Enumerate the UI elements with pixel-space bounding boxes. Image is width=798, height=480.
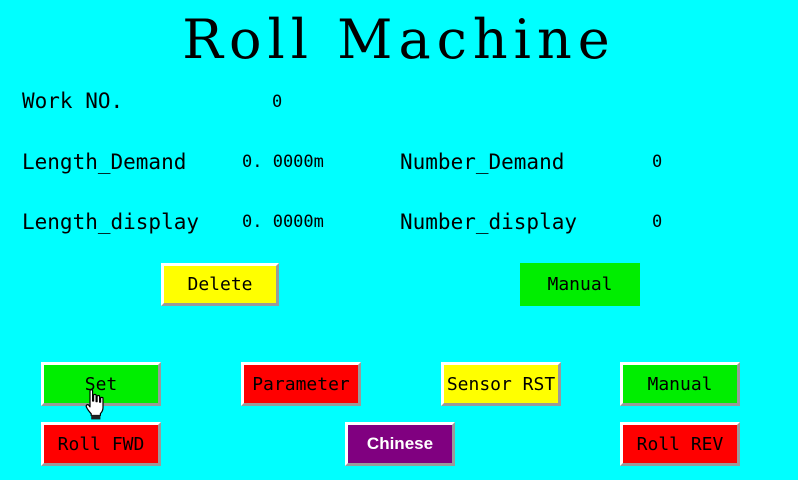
page-title: Roll Machine	[182, 8, 616, 71]
parameter-button[interactable]: Parameter	[241, 362, 361, 406]
length-demand-value[interactable]: 0. 0000m	[242, 152, 324, 172]
number-display-value: 0	[652, 212, 663, 232]
number-display-label: Number_display	[400, 210, 578, 234]
work-no-label: Work NO.	[22, 89, 124, 113]
roll-rev-button[interactable]: Roll REV	[620, 422, 740, 466]
work-no-value[interactable]: 0	[272, 92, 283, 112]
roll-fwd-button[interactable]: Roll FWD	[41, 422, 161, 466]
manual-button[interactable]: Manual	[620, 362, 740, 406]
delete-button[interactable]: Delete	[161, 263, 279, 306]
length-display-value: 0. 0000m	[242, 212, 324, 232]
set-button[interactable]: Set	[41, 362, 161, 406]
sensor-rst-button[interactable]: Sensor RST	[441, 362, 561, 406]
length-demand-label: Length_Demand	[22, 150, 187, 174]
chinese-language-button[interactable]: Chinese	[345, 422, 455, 466]
length-display-label: Length_display	[22, 210, 200, 234]
manual-status-button[interactable]: Manual	[520, 263, 640, 306]
number-demand-label: Number_Demand	[400, 150, 565, 174]
number-demand-value[interactable]: 0	[652, 152, 663, 172]
